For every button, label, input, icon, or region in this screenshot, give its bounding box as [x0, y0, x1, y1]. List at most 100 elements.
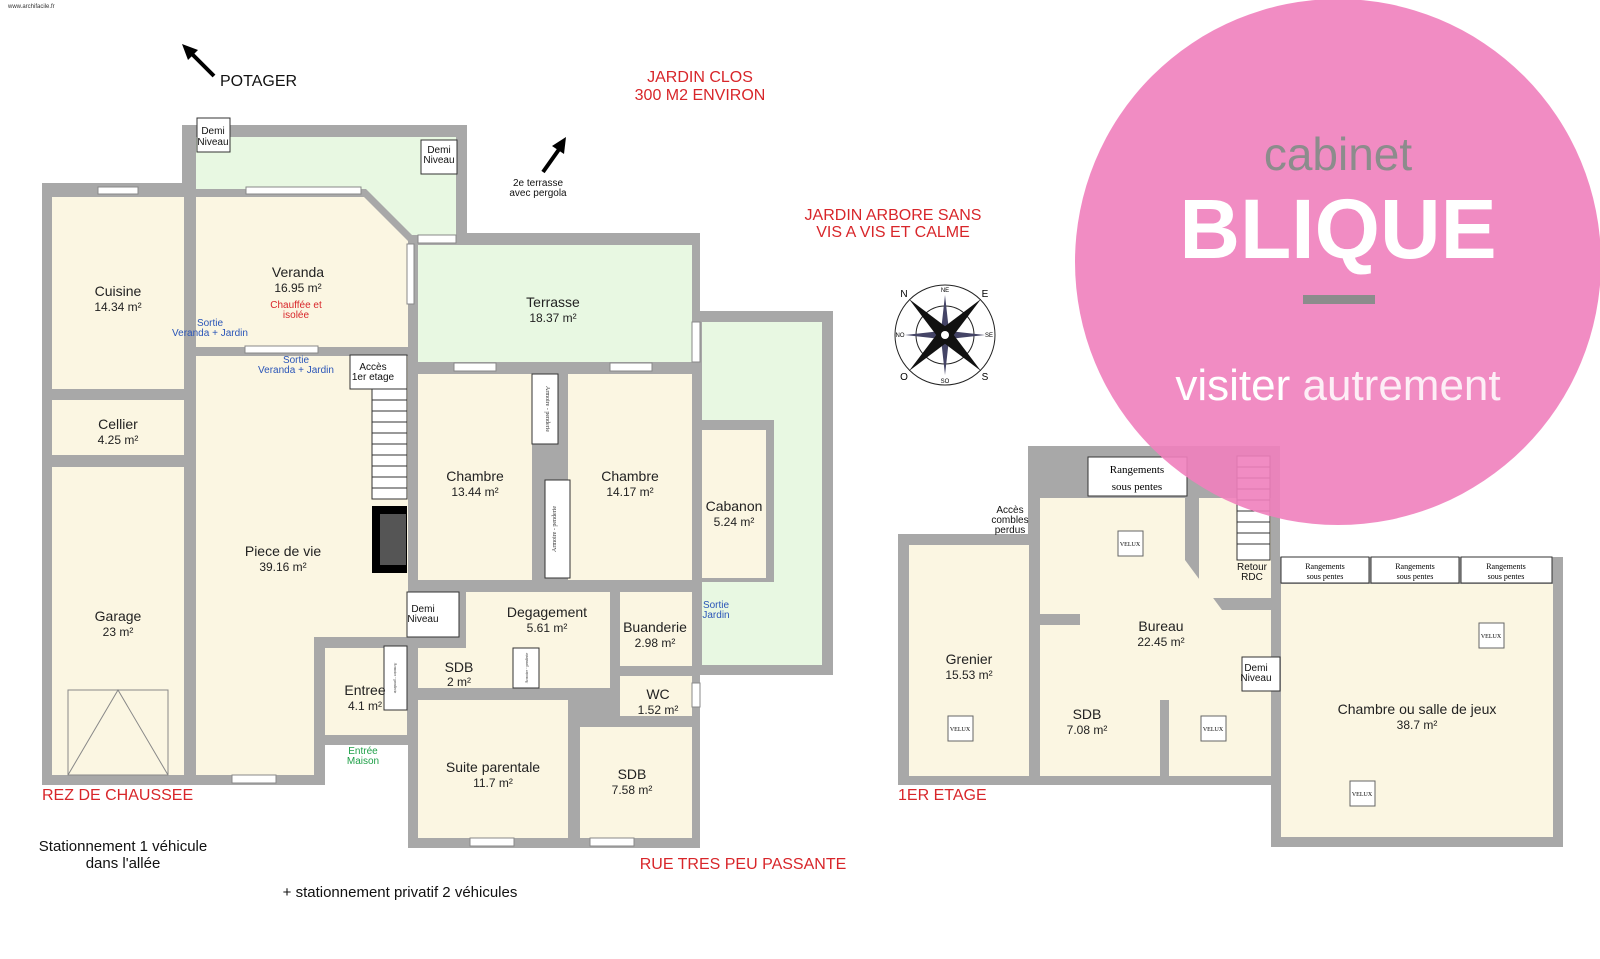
compass-icon: N NE E SE S SO O NO	[894, 284, 996, 386]
svg-text:Terrasse: Terrasse	[526, 294, 580, 310]
compass-no: NO	[896, 333, 905, 339]
rangements-label: Rangements	[1486, 562, 1526, 571]
svg-text:Degagement: Degagement	[507, 604, 587, 620]
sortie-veranda-label-2: Veranda + Jardin	[258, 365, 334, 376]
demi-niveau-label-2: Niveau	[423, 155, 454, 166]
compass-n: N	[900, 289, 907, 300]
acces-combles-label-2: combles	[991, 515, 1028, 526]
acces-etage-label-2: 1er etage	[352, 372, 395, 383]
potager-label: POTAGER	[220, 73, 297, 90]
svg-text:4.1 m²: 4.1 m²	[348, 699, 382, 713]
acces-etage-label: Accès	[359, 362, 386, 373]
svg-text:Cuisine: Cuisine	[95, 283, 142, 299]
stationnement-label-2: dans l'allée	[86, 855, 161, 872]
retour-rdc-label: Retour	[1237, 562, 1268, 573]
sortie-jardin-label-2: Jardin	[702, 610, 729, 621]
svg-text:Chambre ou salle de jeux: Chambre ou salle de jeux	[1338, 701, 1497, 717]
compass-s: S	[982, 372, 989, 383]
sortie-veranda-label-2: Veranda + Jardin	[172, 328, 248, 339]
ground-floor-plan	[42, 117, 833, 848]
velux-label: VELUX	[1481, 634, 1502, 640]
terrasse-arrow-icon	[541, 137, 566, 174]
sortie-veranda-label: Sortie	[283, 355, 310, 366]
svg-text:18.37 m²: 18.37 m²	[529, 311, 576, 325]
retour-rdc-label-2: RDC	[1241, 572, 1263, 583]
svg-text:Piece de vie: Piece de vie	[245, 543, 321, 559]
svg-text:SDB: SDB	[445, 659, 474, 675]
sortie-jardin-label: Sortie	[703, 600, 730, 611]
svg-text:Chambre: Chambre	[601, 468, 659, 484]
svg-text:2.98 m²: 2.98 m²	[635, 636, 676, 650]
svg-text:1.52 m²: 1.52 m²	[638, 703, 679, 717]
demi-niveau-label: Demi	[1244, 663, 1267, 674]
compass-so: SO	[941, 379, 950, 385]
demi-niveau-label: Demi	[411, 604, 434, 615]
jardin-arbore-label-2: VIS A VIS ET CALME	[816, 224, 970, 241]
stationnement-label: Stationnement 1 véhicule	[39, 838, 207, 855]
svg-text:WC: WC	[646, 686, 669, 702]
rue-label: RUE TRES PEU PASSANTE	[640, 856, 847, 873]
sortie-veranda-label: Sortie	[197, 318, 224, 329]
svg-text:38.7 m²: 38.7 m²	[1397, 718, 1438, 732]
armoire-label: Armoire - penderie	[552, 506, 558, 552]
compass-e: E	[982, 289, 989, 300]
armoire-label: Armoire - penderie	[544, 386, 550, 432]
jardin-clos-label: JARDIN CLOS	[647, 69, 753, 86]
rangements-label-2: sous pentes	[1112, 481, 1162, 493]
svg-text:SDB: SDB	[1073, 706, 1102, 722]
svg-text:7.58 m²: 7.58 m²	[612, 783, 653, 797]
svg-text:2 m²: 2 m²	[447, 675, 471, 689]
logo-line1: cabinet	[1264, 128, 1413, 180]
garage-door-icon	[67, 689, 169, 776]
svg-text:Veranda: Veranda	[272, 264, 324, 280]
svg-text:Buanderie: Buanderie	[623, 619, 687, 635]
first-floor-plan	[898, 446, 1563, 847]
cabinet-blique-logo: cabinet BLIQUE visiter autrement	[1075, 0, 1600, 525]
rangements-label: Rangements	[1110, 464, 1164, 476]
armoire-label: Armoire - penderie	[524, 652, 529, 683]
demi-niveau-label-2: Niveau	[407, 614, 438, 625]
logo-underline	[1303, 295, 1375, 304]
svg-text:7.08 m²: 7.08 m²	[1067, 723, 1108, 737]
jardin-arbore-label: JARDIN ARBORE SANS	[805, 207, 982, 224]
svg-text:14.34 m²: 14.34 m²	[94, 300, 141, 314]
stationnement-privatif-label: + stationnement privatif 2 véhicules	[283, 884, 518, 901]
svg-text:15.53 m²: 15.53 m²	[945, 668, 992, 682]
demi-niveau-label-2: Niveau	[1240, 673, 1271, 684]
svg-text:22.45 m²: 22.45 m²	[1137, 635, 1184, 649]
jardin-clos-area: 300 M2 ENVIRON	[635, 87, 766, 104]
svg-text:Suite parentale: Suite parentale	[446, 759, 540, 775]
velux-label: VELUX	[1352, 792, 1373, 798]
svg-text:16.95 m²: 16.95 m²	[274, 281, 321, 295]
svg-text:4.25 m²: 4.25 m²	[98, 433, 139, 447]
velux-label: VELUX	[950, 727, 971, 733]
logo-line3: visiter autrement	[1175, 361, 1500, 410]
svg-text:14.17 m²: 14.17 m²	[606, 485, 653, 499]
acces-combles-label-3: perdus	[995, 525, 1026, 536]
demi-niveau-label: Demi	[427, 145, 450, 156]
site-url: www.archifacile.fr	[7, 4, 55, 10]
ground-floor-title: REZ DE CHAUSSEE	[42, 787, 193, 804]
potager-arrow-icon	[182, 44, 216, 78]
velux-label: VELUX	[1120, 542, 1141, 548]
svg-text:Entree: Entree	[344, 682, 385, 698]
svg-text:Grenier: Grenier	[946, 651, 993, 667]
svg-text:Chauffée et: Chauffée et	[270, 300, 322, 311]
svg-text:isolée: isolée	[283, 310, 310, 321]
svg-text:Bureau: Bureau	[1138, 618, 1183, 634]
